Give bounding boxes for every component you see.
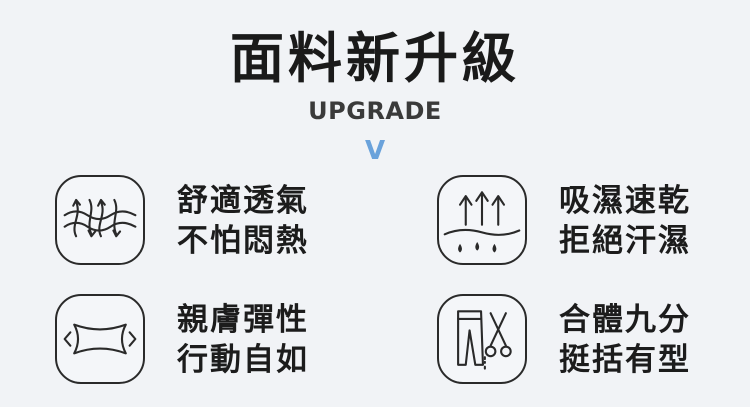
feature-label: 親膚彈性 行動自如 <box>177 300 309 380</box>
chevron-down-icon: V <box>364 136 386 166</box>
feature-line-1: 合體九分 <box>559 302 691 338</box>
tailored-fit-icon <box>437 294 527 384</box>
feature-label: 吸濕速乾 拒絕汗濕 <box>559 181 691 261</box>
feature-line-2: 行動自如 <box>177 342 309 378</box>
stretch-fabric-icon <box>55 294 145 384</box>
feature-stretch: 親膚彈性 行動自如 <box>55 294 355 386</box>
feature-line-1: 舒適透氣 <box>177 183 309 219</box>
feature-line-2: 不怕悶熱 <box>177 223 309 259</box>
moisture-wicking-icon <box>437 175 527 265</box>
page-title: 面料新升級 <box>230 27 520 90</box>
feature-label: 舒適透氣 不怕悶熱 <box>177 181 309 261</box>
feature-breathable: 舒適透氣 不怕悶熱 <box>55 175 355 267</box>
feature-line-1: 吸濕速乾 <box>559 183 691 219</box>
feature-line-2: 挺括有型 <box>559 342 691 378</box>
feature-label: 合體九分 挺括有型 <box>559 300 691 380</box>
feature-line-1: 親膚彈性 <box>177 302 309 338</box>
feature-tailored-fit: 合體九分 挺括有型 <box>437 294 737 386</box>
page-subtitle: UPGRADE <box>308 97 442 125</box>
feature-moisture-wicking: 吸濕速乾 拒絕汗濕 <box>437 175 737 267</box>
breathable-fabric-icon <box>55 175 145 265</box>
feature-line-2: 拒絕汗濕 <box>559 223 691 259</box>
